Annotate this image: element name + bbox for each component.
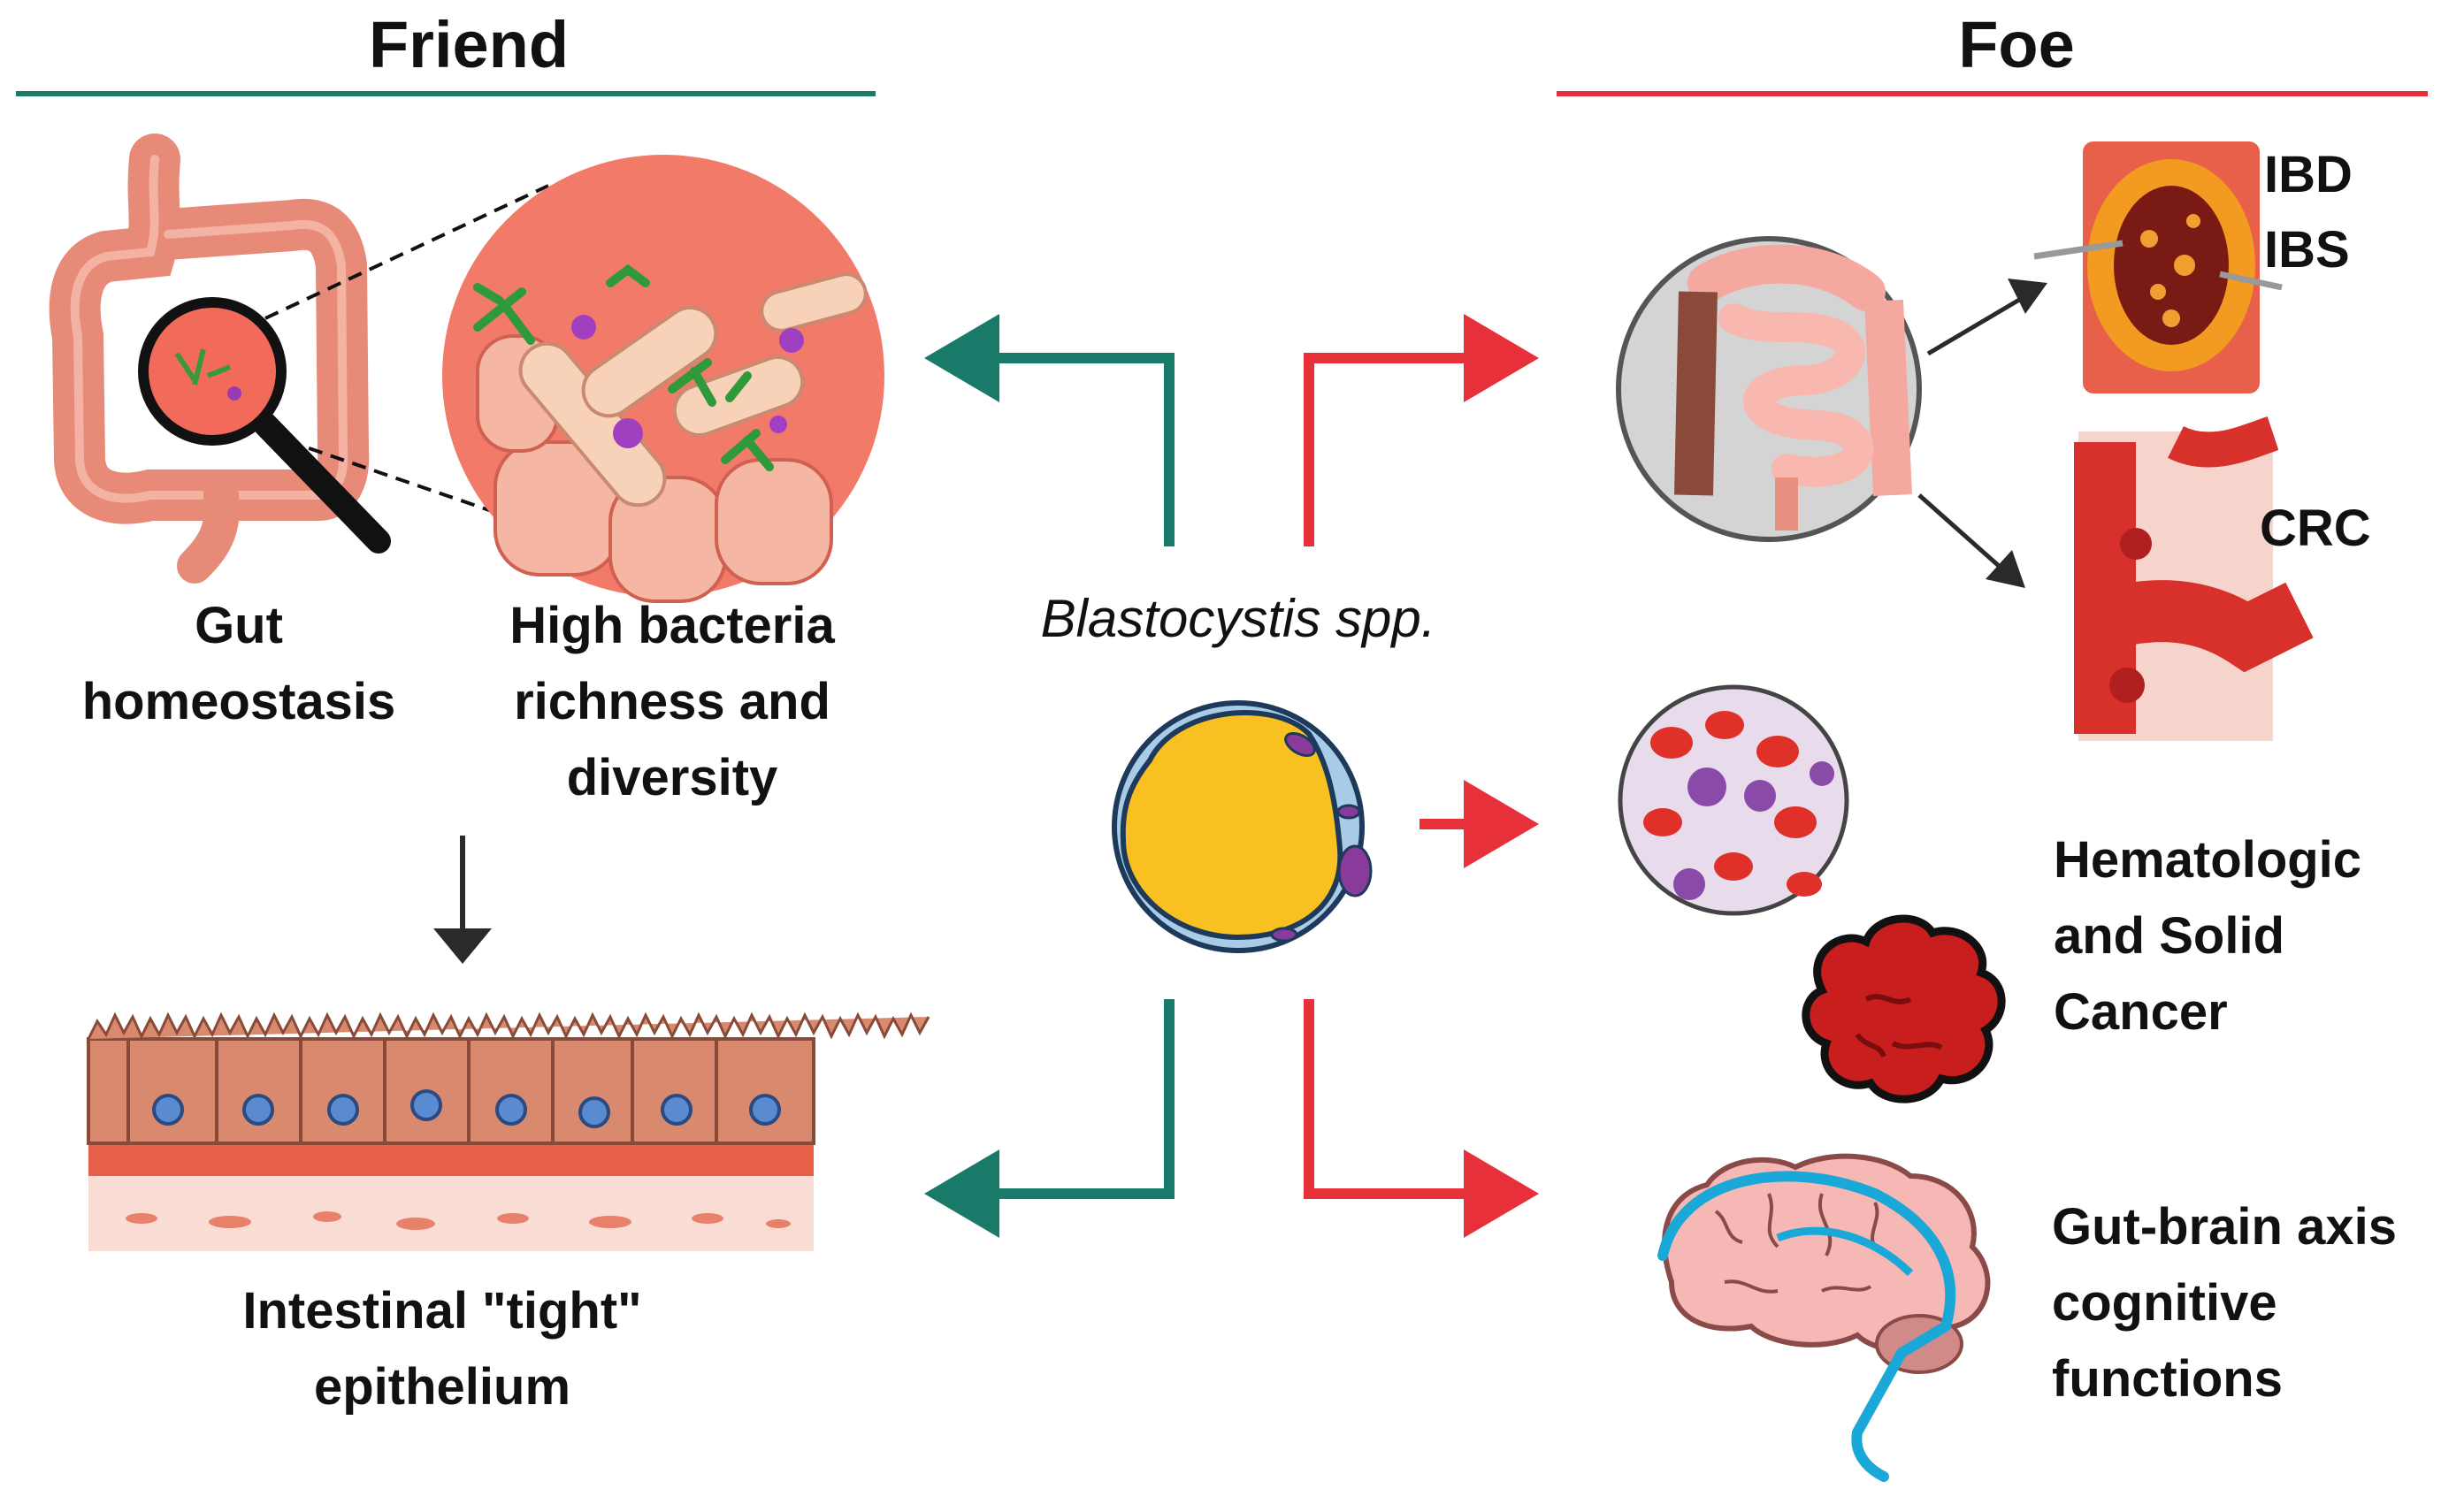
gut-brain-label: Gut-brain axis cognitive functions xyxy=(2052,1189,2459,1417)
blood-cells-icon xyxy=(1618,684,1849,916)
bacteria-label-line1: High bacteria xyxy=(509,597,835,654)
friend-arrow-top xyxy=(995,353,1175,546)
gut-label-line2: homeostasis xyxy=(81,673,396,730)
cancer-label: Hematologic and Solid Cancer xyxy=(2054,822,2443,1050)
brain-label-line2: cognitive xyxy=(2052,1274,2277,1332)
colon-icon xyxy=(49,134,370,584)
gut-homeostasis-label: Gut homeostasis xyxy=(35,588,442,740)
organism-label: Blastocystis spp. xyxy=(1040,589,1436,648)
foe-arrowhead-bottom xyxy=(1464,1149,1539,1238)
epithelium-label-line1: Intestinal "tight" xyxy=(242,1282,642,1340)
crc-colon-icon xyxy=(2074,416,2314,741)
epithelium-label: Intestinal "tight" epithelium xyxy=(142,1273,743,1425)
cancer-label-line2: and Solid xyxy=(2054,907,2284,965)
friend-arrowhead-bottom xyxy=(924,1149,999,1238)
bacteria-diversity-label: High bacteria richness and diversity xyxy=(460,588,884,816)
inflamed-colon-icon xyxy=(2033,141,2283,393)
blastocystis-cell-icon xyxy=(1112,700,1373,953)
tumor-icon xyxy=(1802,914,2006,1103)
ibs-label: IBS xyxy=(2264,221,2350,279)
friend-header: Friend xyxy=(368,8,570,81)
ibd-label: IBD xyxy=(2264,146,2353,203)
foe-header: Foe xyxy=(1958,8,2075,81)
foe-arrowhead-middle xyxy=(1464,780,1539,868)
bacteria-label-line3: diversity xyxy=(566,749,778,806)
brain-label-line3: functions xyxy=(2052,1350,2283,1408)
crc-label: CRC xyxy=(2260,500,2371,557)
epithelium-icon xyxy=(87,1012,930,1251)
friend-arrowhead-top xyxy=(924,314,999,402)
epithelium-label-line2: epithelium xyxy=(313,1358,571,1416)
magnifier-icon xyxy=(138,297,391,554)
foe-arrow-bottom xyxy=(1304,999,1468,1199)
gut-label-line1: Gut xyxy=(195,597,283,654)
foe-arrowhead-top xyxy=(1464,314,1539,402)
friend-arrow-bottom xyxy=(995,999,1175,1199)
brain-icon xyxy=(1657,1153,1991,1482)
bacteria-label-line2: richness and xyxy=(514,673,830,730)
foe-arrow-top xyxy=(1304,353,1468,546)
foe-gut-circle-icon xyxy=(1616,236,1922,542)
cancer-label-line1: Hematologic xyxy=(2054,831,2362,889)
cancer-label-line3: Cancer xyxy=(2054,983,2228,1041)
bacteria-zoom-icon xyxy=(442,155,884,603)
brain-label-line1: Gut-brain axis xyxy=(2052,1198,2397,1256)
